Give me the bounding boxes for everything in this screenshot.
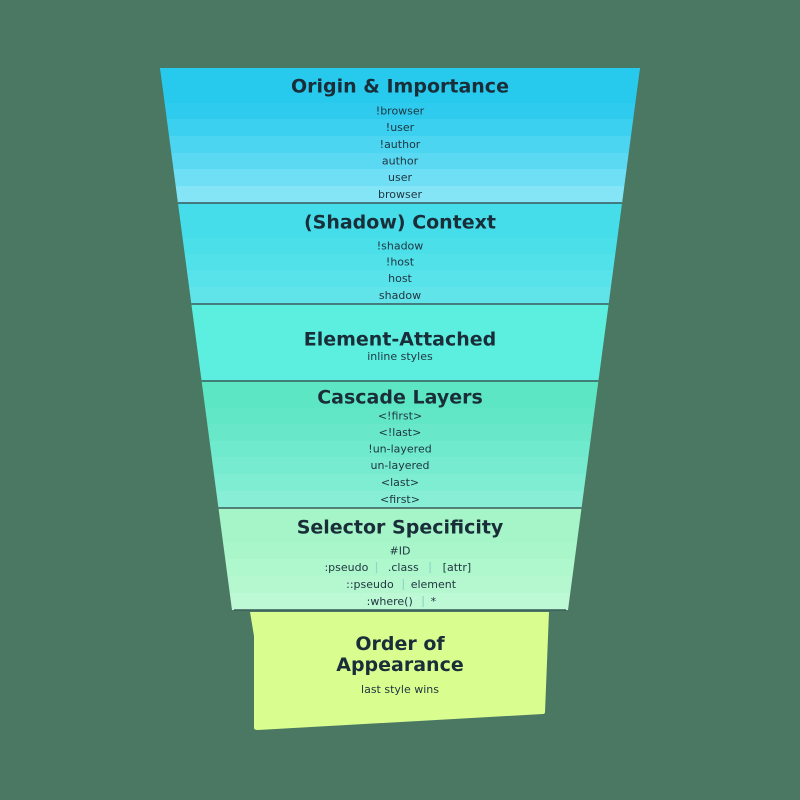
section-item-label: shadow	[379, 289, 421, 302]
section-item-band	[186, 270, 614, 287]
section-item-label: !author	[380, 138, 421, 151]
section-title: Selector Specificity	[297, 517, 504, 539]
section-item-label: <!last>	[379, 426, 422, 439]
section-item-label: !shadow	[377, 240, 424, 253]
section-item-band	[184, 254, 616, 270]
section-cascade-layers: Cascade Layers<!first> <!last> !un-layered…	[201, 381, 599, 508]
section-item-label: .class	[388, 561, 419, 574]
section-item-label: !user	[386, 121, 415, 134]
section-item-band	[229, 593, 571, 610]
section-origin-importance: Origin & Importance !browser !user !author a…	[160, 68, 640, 203]
section-item-label: :where()	[367, 595, 413, 608]
section-item-band	[205, 408, 595, 424]
section-item-label: ::pseudo	[346, 578, 394, 591]
section-title: Element-Attached	[304, 329, 497, 351]
section-title: Origin & Importance	[291, 76, 509, 98]
section-item-band	[169, 136, 631, 153]
section-header-band	[201, 381, 599, 408]
section-item-label: !un-layered	[368, 443, 431, 456]
section-item-label: user	[388, 171, 412, 184]
section-item-band	[209, 441, 591, 457]
section-title: Cascade Layers	[317, 387, 483, 409]
section-item-band	[164, 103, 636, 119]
section-header-band	[250, 612, 549, 730]
section-header-band	[191, 304, 609, 381]
section-item-label: *	[431, 595, 437, 608]
section-header-band	[177, 203, 623, 238]
section-item-label: !host	[386, 256, 415, 269]
section-item-band	[213, 474, 587, 491]
section-header-band	[218, 508, 582, 543]
section-item-label: <last>	[381, 476, 419, 489]
section-item-label: #ID	[390, 545, 411, 558]
section-item-label: [attr]	[443, 561, 471, 574]
section-item-label: un-layered	[370, 459, 429, 472]
section-item-label: element	[411, 578, 457, 591]
section-item-label: !browser	[376, 105, 425, 118]
section-item-band	[173, 169, 627, 186]
section-item-label: author	[382, 155, 419, 168]
section-item-band	[189, 287, 611, 304]
section-item-band	[175, 186, 625, 203]
section-item-label: :pseudo	[324, 561, 368, 574]
funnel-top-edge	[160, 68, 640, 71]
section-item-band	[211, 457, 589, 474]
section-item-label: <!first>	[378, 410, 422, 423]
section-item-band	[207, 424, 593, 441]
section-item-label: browser	[378, 188, 422, 201]
section-subtitle: inline styles	[367, 350, 433, 363]
section-item-band	[216, 491, 584, 508]
section-shadow-context: (Shadow) Context !shadow !host host shadow	[177, 203, 623, 304]
section-item-band	[227, 576, 573, 593]
section-item-band	[166, 119, 634, 136]
section-item-band	[182, 238, 618, 254]
section-item-band	[223, 543, 577, 559]
section-title: (Shadow) Context	[304, 212, 496, 234]
section-item-label: <first>	[380, 493, 420, 506]
section-item-band	[225, 559, 575, 576]
section-item-label: host	[388, 272, 412, 285]
section-selector-specificity: Selector Specificity #ID :pseudo .class [att…	[218, 508, 582, 610]
section-subtitle: last style wins	[361, 683, 439, 696]
section-item-band	[171, 153, 629, 169]
section-header-band	[160, 68, 640, 103]
